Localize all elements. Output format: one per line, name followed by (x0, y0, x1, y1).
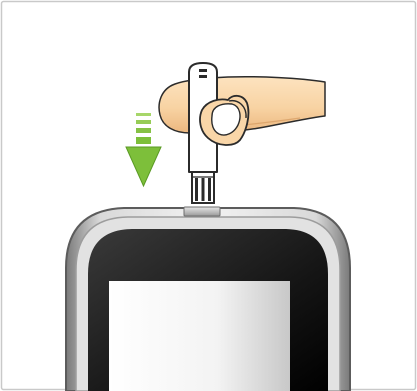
meter-icon (66, 207, 350, 391)
thumb-icon (200, 96, 248, 145)
strip-port-icon (184, 207, 220, 216)
meter-screen-icon (109, 281, 290, 391)
